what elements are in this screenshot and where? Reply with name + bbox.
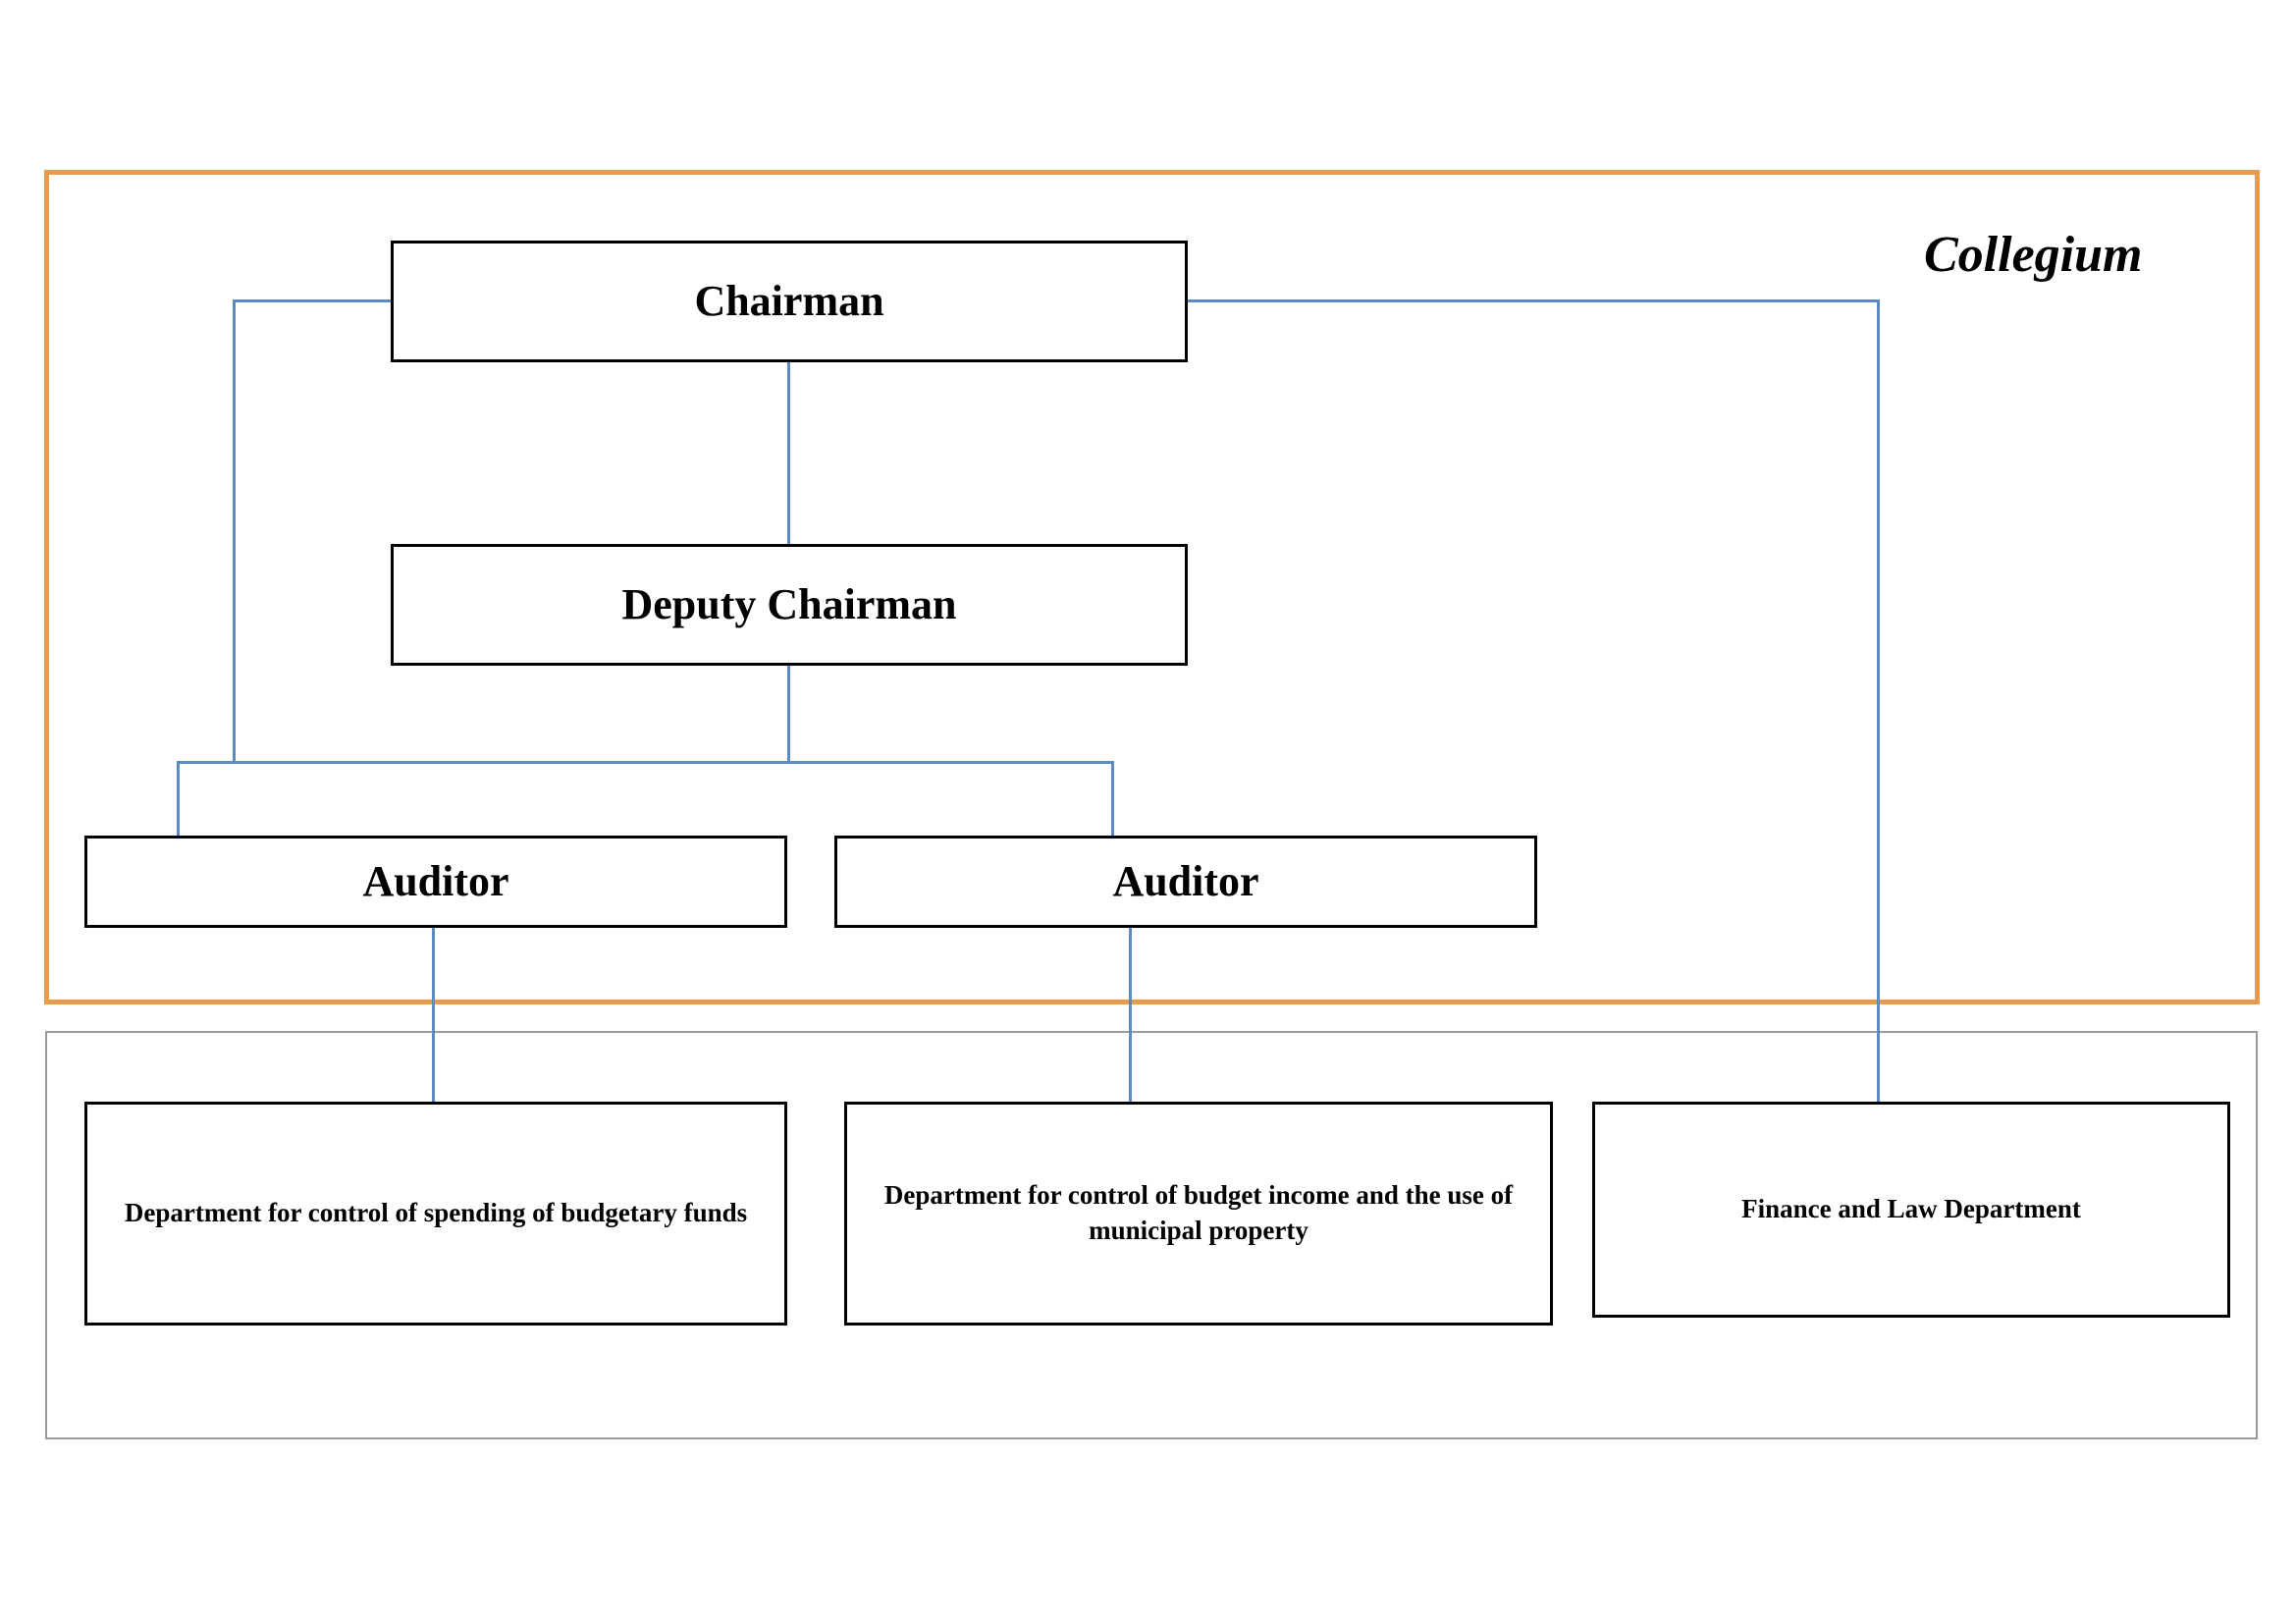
node-finance-and-law-department-label: Finance and Law Department bbox=[1741, 1194, 2081, 1224]
connector-auditor-bus bbox=[177, 761, 1114, 764]
node-auditor-1[interactable]: Auditor bbox=[84, 836, 787, 928]
connector-chairman-to-deputy-chairman bbox=[787, 362, 790, 544]
node-department-income-and-municipal-property-control-label: Department for control of budget income … bbox=[883, 1180, 1514, 1245]
node-department-spending-control[interactable]: Department for control of spending of bu… bbox=[84, 1102, 787, 1326]
node-chairman[interactable]: Chairman bbox=[391, 241, 1188, 362]
node-deputy-chairman-label: Deputy Chairman bbox=[621, 579, 957, 628]
connector-deputy-chairman-to-bus bbox=[787, 666, 790, 763]
departments-group-box bbox=[45, 1031, 2258, 1439]
connector-chairman-to-finance-and-law-department bbox=[1877, 299, 1880, 1103]
connector-chairman-right-stub bbox=[1188, 299, 1880, 302]
node-deputy-chairman[interactable]: Deputy Chairman bbox=[391, 544, 1188, 666]
collegium-group-box bbox=[44, 170, 2260, 1004]
node-department-income-and-municipal-property-control[interactable]: Department for control of budget income … bbox=[844, 1102, 1553, 1326]
node-department-spending-control-label: Department for control of spending of bu… bbox=[124, 1198, 748, 1228]
node-auditor-2[interactable]: Auditor bbox=[834, 836, 1537, 928]
node-auditor-1-label: Auditor bbox=[362, 856, 509, 905]
connector-auditor-2-to-department-2 bbox=[1129, 928, 1132, 1103]
node-auditor-2-label: Auditor bbox=[1112, 856, 1259, 905]
connector-bus-to-auditor-1 bbox=[177, 761, 180, 838]
node-finance-and-law-department[interactable]: Finance and Law Department bbox=[1592, 1102, 2230, 1318]
connector-chairman-left-stub bbox=[233, 299, 393, 302]
connector-chairman-left-drop bbox=[233, 299, 236, 763]
connector-bus-to-auditor-2 bbox=[1111, 761, 1114, 838]
collegium-group-label: Collegium bbox=[1924, 227, 2143, 283]
node-chairman-label: Chairman bbox=[694, 276, 884, 325]
connector-auditor-1-to-department-1 bbox=[432, 928, 435, 1103]
